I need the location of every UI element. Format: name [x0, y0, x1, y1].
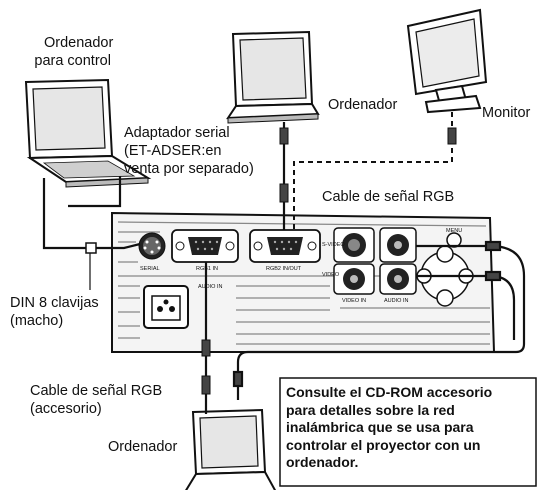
panel-serial-label: SERIAL — [140, 266, 160, 272]
monitor-icon — [408, 10, 486, 112]
serial-adapter-connector — [86, 243, 96, 253]
panel-rgb2-label: RGB2 IN/OUT — [266, 266, 302, 272]
video-in-port — [334, 264, 374, 294]
din-label: DIN 8 clavijas (macho) — [10, 294, 99, 330]
din-label-line1: DIN 8 clavijas — [10, 294, 99, 312]
computer-laptop-icon — [228, 32, 318, 123]
control-computer-label: Ordenador para control — [32, 34, 113, 70]
serial-adapter-label: Adaptador serial (ET-ADSER:en venta por … — [124, 124, 254, 178]
rgb2-in-out-port — [250, 230, 320, 262]
serial-adapter-line3: venta por separado) — [124, 160, 254, 178]
rgb-cable-bottom-line2: (accesorio) — [30, 400, 162, 418]
serial-adapter-line2: (ET-ADSER:en — [124, 142, 254, 160]
panel-audio-in-label: AUDIO IN — [384, 298, 408, 304]
panel-s-video-label: S-VIDEO — [322, 242, 345, 248]
rgb-cable-top-label: Cable de señal RGB — [322, 188, 454, 206]
power-inlet — [144, 286, 188, 328]
control-computer-label-line1: Ordenador — [32, 34, 113, 52]
serial-port — [139, 233, 165, 259]
projector-panel: SERIAL RGB1 IN RGB2 IN/OUT AUDIO IN S-VI… — [112, 213, 494, 352]
monitor-label: Monitor — [482, 104, 530, 122]
monitor-cable — [294, 112, 456, 230]
wireless-note-text: Consulte el CD-ROM accesorio para detall… — [286, 384, 520, 472]
rgb-cable-top — [280, 122, 288, 230]
panel-video-label: VIDEO — [322, 272, 340, 278]
rgb-cable-bottom-label: Cable de señal RGB (accesorio) — [30, 382, 162, 418]
computer-bottom-laptop-icon — [185, 410, 276, 490]
rgb1-in-port — [172, 230, 238, 262]
rgb-cable-bottom-line1: Cable de señal RGB — [30, 382, 162, 400]
computer-bottom-label: Ordenador — [108, 438, 177, 456]
audio-in-ports — [380, 228, 416, 294]
computer-top-label: Ordenador — [328, 96, 397, 114]
panel-menu-label: MENU — [446, 228, 462, 234]
serial-adapter-line1: Adaptador serial — [124, 124, 254, 142]
control-computer-label-line2: para control — [32, 52, 113, 70]
panel-video-in-label: VIDEO IN — [342, 298, 366, 304]
panel-audio-top-label: AUDIO IN — [198, 284, 222, 290]
din-label-line2: (macho) — [10, 312, 99, 330]
